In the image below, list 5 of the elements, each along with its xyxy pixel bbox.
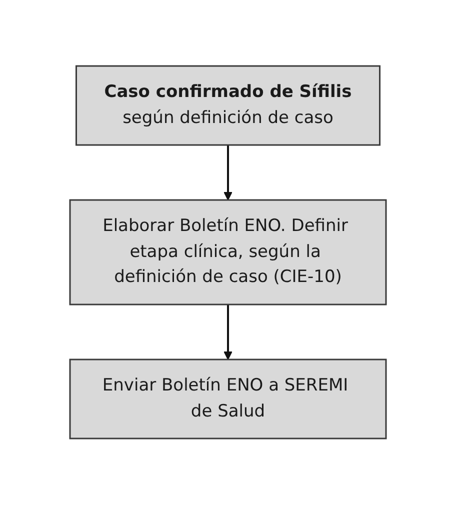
arrow xyxy=(223,304,232,360)
node-box: Elaborar Boletín ENO. Definir etapa clínica, según la definición de caso (CIE-10) xyxy=(68,200,386,306)
node-box: Enviar Boletín ENO a SEREMI de Salud xyxy=(68,359,386,440)
arrow xyxy=(223,145,232,201)
node-box: Caso confirmado de Sífilis según definición de caso xyxy=(74,66,380,146)
